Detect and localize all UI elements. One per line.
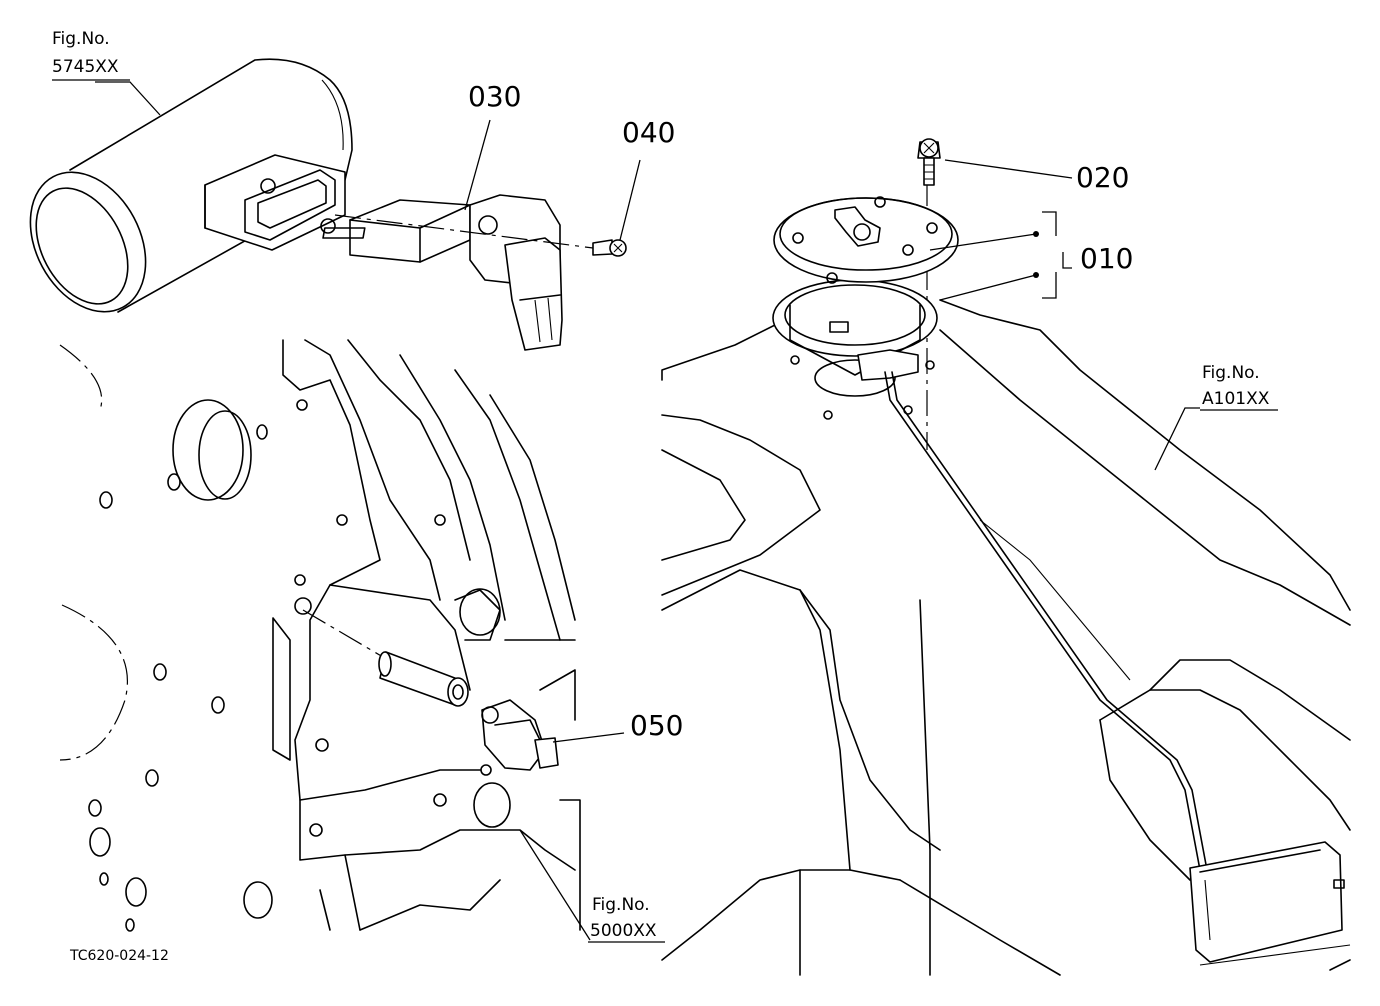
air-flow-sensor — [322, 194, 563, 351]
screw-040 — [334, 214, 627, 257]
part-number-010[interactable]: 010 — [1080, 242, 1133, 275]
sender-gasket — [773, 196, 959, 284]
fig-number-engine: 5000XX — [590, 921, 657, 941]
air-cleaner-duct — [29, 58, 353, 313]
fig-ref-air-cleaner[interactable]: Fig.No. 5745XX — [52, 29, 130, 81]
fig-prefix-fuel-tank: Fig.No. — [1202, 363, 1260, 383]
pressure-switch — [302, 609, 559, 771]
fig-prefix-air-cleaner: Fig.No. — [52, 29, 110, 49]
part-number-050[interactable]: 050 — [630, 709, 683, 742]
fuel-tank — [661, 180, 1351, 976]
fig-prefix-engine: Fig.No. — [592, 895, 650, 915]
float-arm — [884, 371, 1345, 963]
leader-lines — [95, 81, 1200, 941]
fuel-sender-unit — [772, 279, 938, 420]
part-number-030[interactable]: 030 — [468, 80, 521, 113]
sensor-mount-flange — [204, 154, 346, 251]
fig-number-fuel-tank: A101XX — [1202, 389, 1270, 409]
fig-ref-engine[interactable]: Fig.No. 5000XX — [588, 895, 665, 943]
engine-block — [59, 339, 581, 932]
part-number-040[interactable]: 040 — [622, 116, 675, 149]
bolt-020 — [917, 138, 941, 186]
drawing-code: TC620-024-12 — [69, 948, 169, 964]
part-number-020[interactable]: 020 — [1076, 161, 1129, 194]
fig-ref-fuel-tank[interactable]: Fig.No. A101XX — [1200, 363, 1278, 411]
fig-number-air-cleaner: 5745XX — [52, 57, 119, 77]
